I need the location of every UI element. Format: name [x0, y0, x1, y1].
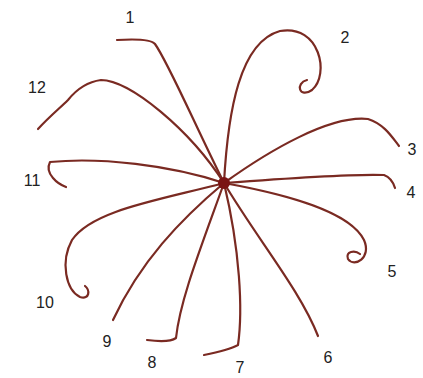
callout-number: 2 [341, 30, 350, 46]
callout-number: 7 [236, 360, 245, 376]
callout-number: 10 [36, 295, 54, 311]
callout-number: 12 [28, 80, 46, 96]
strand [224, 183, 366, 262]
callout-number: 1 [126, 10, 135, 26]
strand [224, 30, 321, 183]
strand [66, 183, 224, 298]
strand [113, 183, 224, 320]
callout-number: 8 [148, 355, 157, 371]
strand [224, 175, 395, 188]
callout-number: 3 [408, 142, 417, 158]
strand [147, 183, 224, 341]
callout-number: 5 [388, 264, 397, 280]
strand [224, 119, 399, 183]
callout-number: 11 [24, 173, 41, 189]
strand [204, 183, 240, 355]
strand [38, 80, 224, 183]
callout-number: 6 [324, 350, 333, 366]
center-body [218, 177, 230, 189]
callout-number: 9 [103, 334, 112, 350]
callout-number: 4 [407, 185, 416, 201]
strand [49, 161, 224, 187]
